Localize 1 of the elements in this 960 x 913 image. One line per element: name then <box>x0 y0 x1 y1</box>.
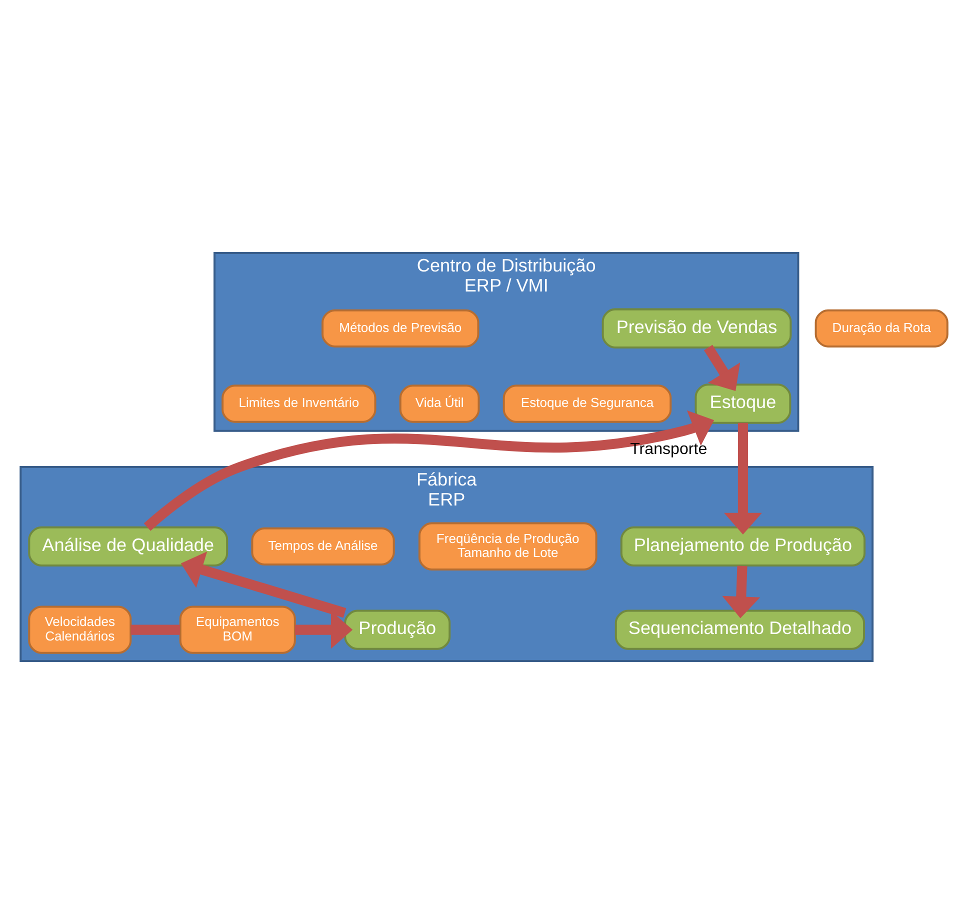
edge-label: Transporte <box>630 439 708 458</box>
